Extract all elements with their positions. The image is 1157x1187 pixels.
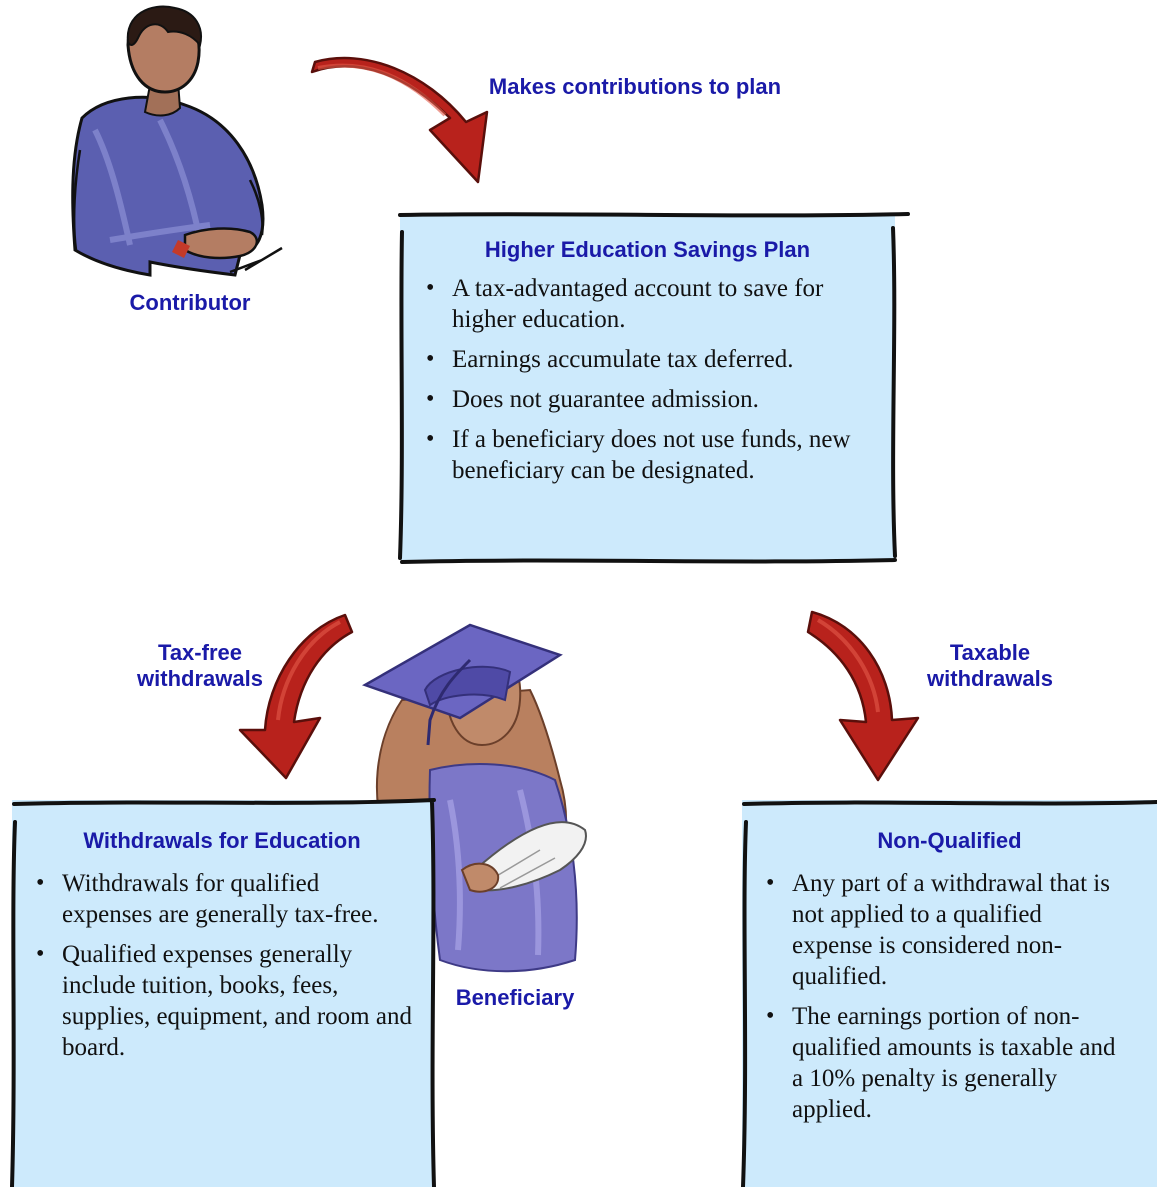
plan-box-list: A tax-advantaged account to save for hig…: [422, 273, 877, 495]
taxable-label-line1: Taxable: [949, 640, 1031, 665]
taxable-label: Taxable withdrawals: [890, 640, 1090, 692]
education-box-list: Withdrawals for qualified expenses are g…: [32, 868, 412, 1072]
contributor-label: Contributor: [129, 290, 251, 315]
nonqualified-box-item: Any part of a withdrawal that is not app…: [762, 868, 1122, 992]
education-box-item: Qualified expenses generally include tui…: [32, 939, 412, 1063]
taxable-label-line2: withdrawals: [927, 666, 1053, 691]
beneficiary-label: Beneficiary: [455, 985, 575, 1010]
plan-box-item: Earnings accumulate tax deferred.: [422, 344, 877, 375]
tax-free-label-line1: Tax-free: [158, 640, 242, 665]
tax-free-label: Tax-free withdrawals: [100, 640, 300, 692]
contributions-label: Makes contributions to plan: [488, 74, 782, 99]
plan-box-item: A tax-advantaged account to save for hig…: [422, 273, 877, 335]
nonqualified-box-list: Any part of a withdrawal that is not app…: [762, 868, 1122, 1134]
plan-box: Higher Education Savings Plan A tax-adva…: [400, 215, 895, 560]
nonqualified-box: Non-Qualified Any part of a withdrawal t…: [742, 800, 1157, 1187]
nonqualified-box-item: The earnings portion of non-qualified am…: [762, 1001, 1122, 1125]
plan-box-item: If a beneficiary does not use funds, new…: [422, 424, 877, 486]
education-box-item: Withdrawals for qualified expenses are g…: [32, 868, 412, 930]
plan-box-title: Higher Education Savings Plan: [484, 237, 811, 262]
nonqualified-box-title: Non-Qualified: [877, 828, 1022, 853]
education-box-title: Withdrawals for Education: [83, 828, 361, 853]
plan-box-item: Does not guarantee admission.: [422, 384, 877, 415]
tax-free-label-line2: withdrawals: [137, 666, 263, 691]
education-box: Withdrawals for Education Withdrawals fo…: [12, 800, 432, 1187]
